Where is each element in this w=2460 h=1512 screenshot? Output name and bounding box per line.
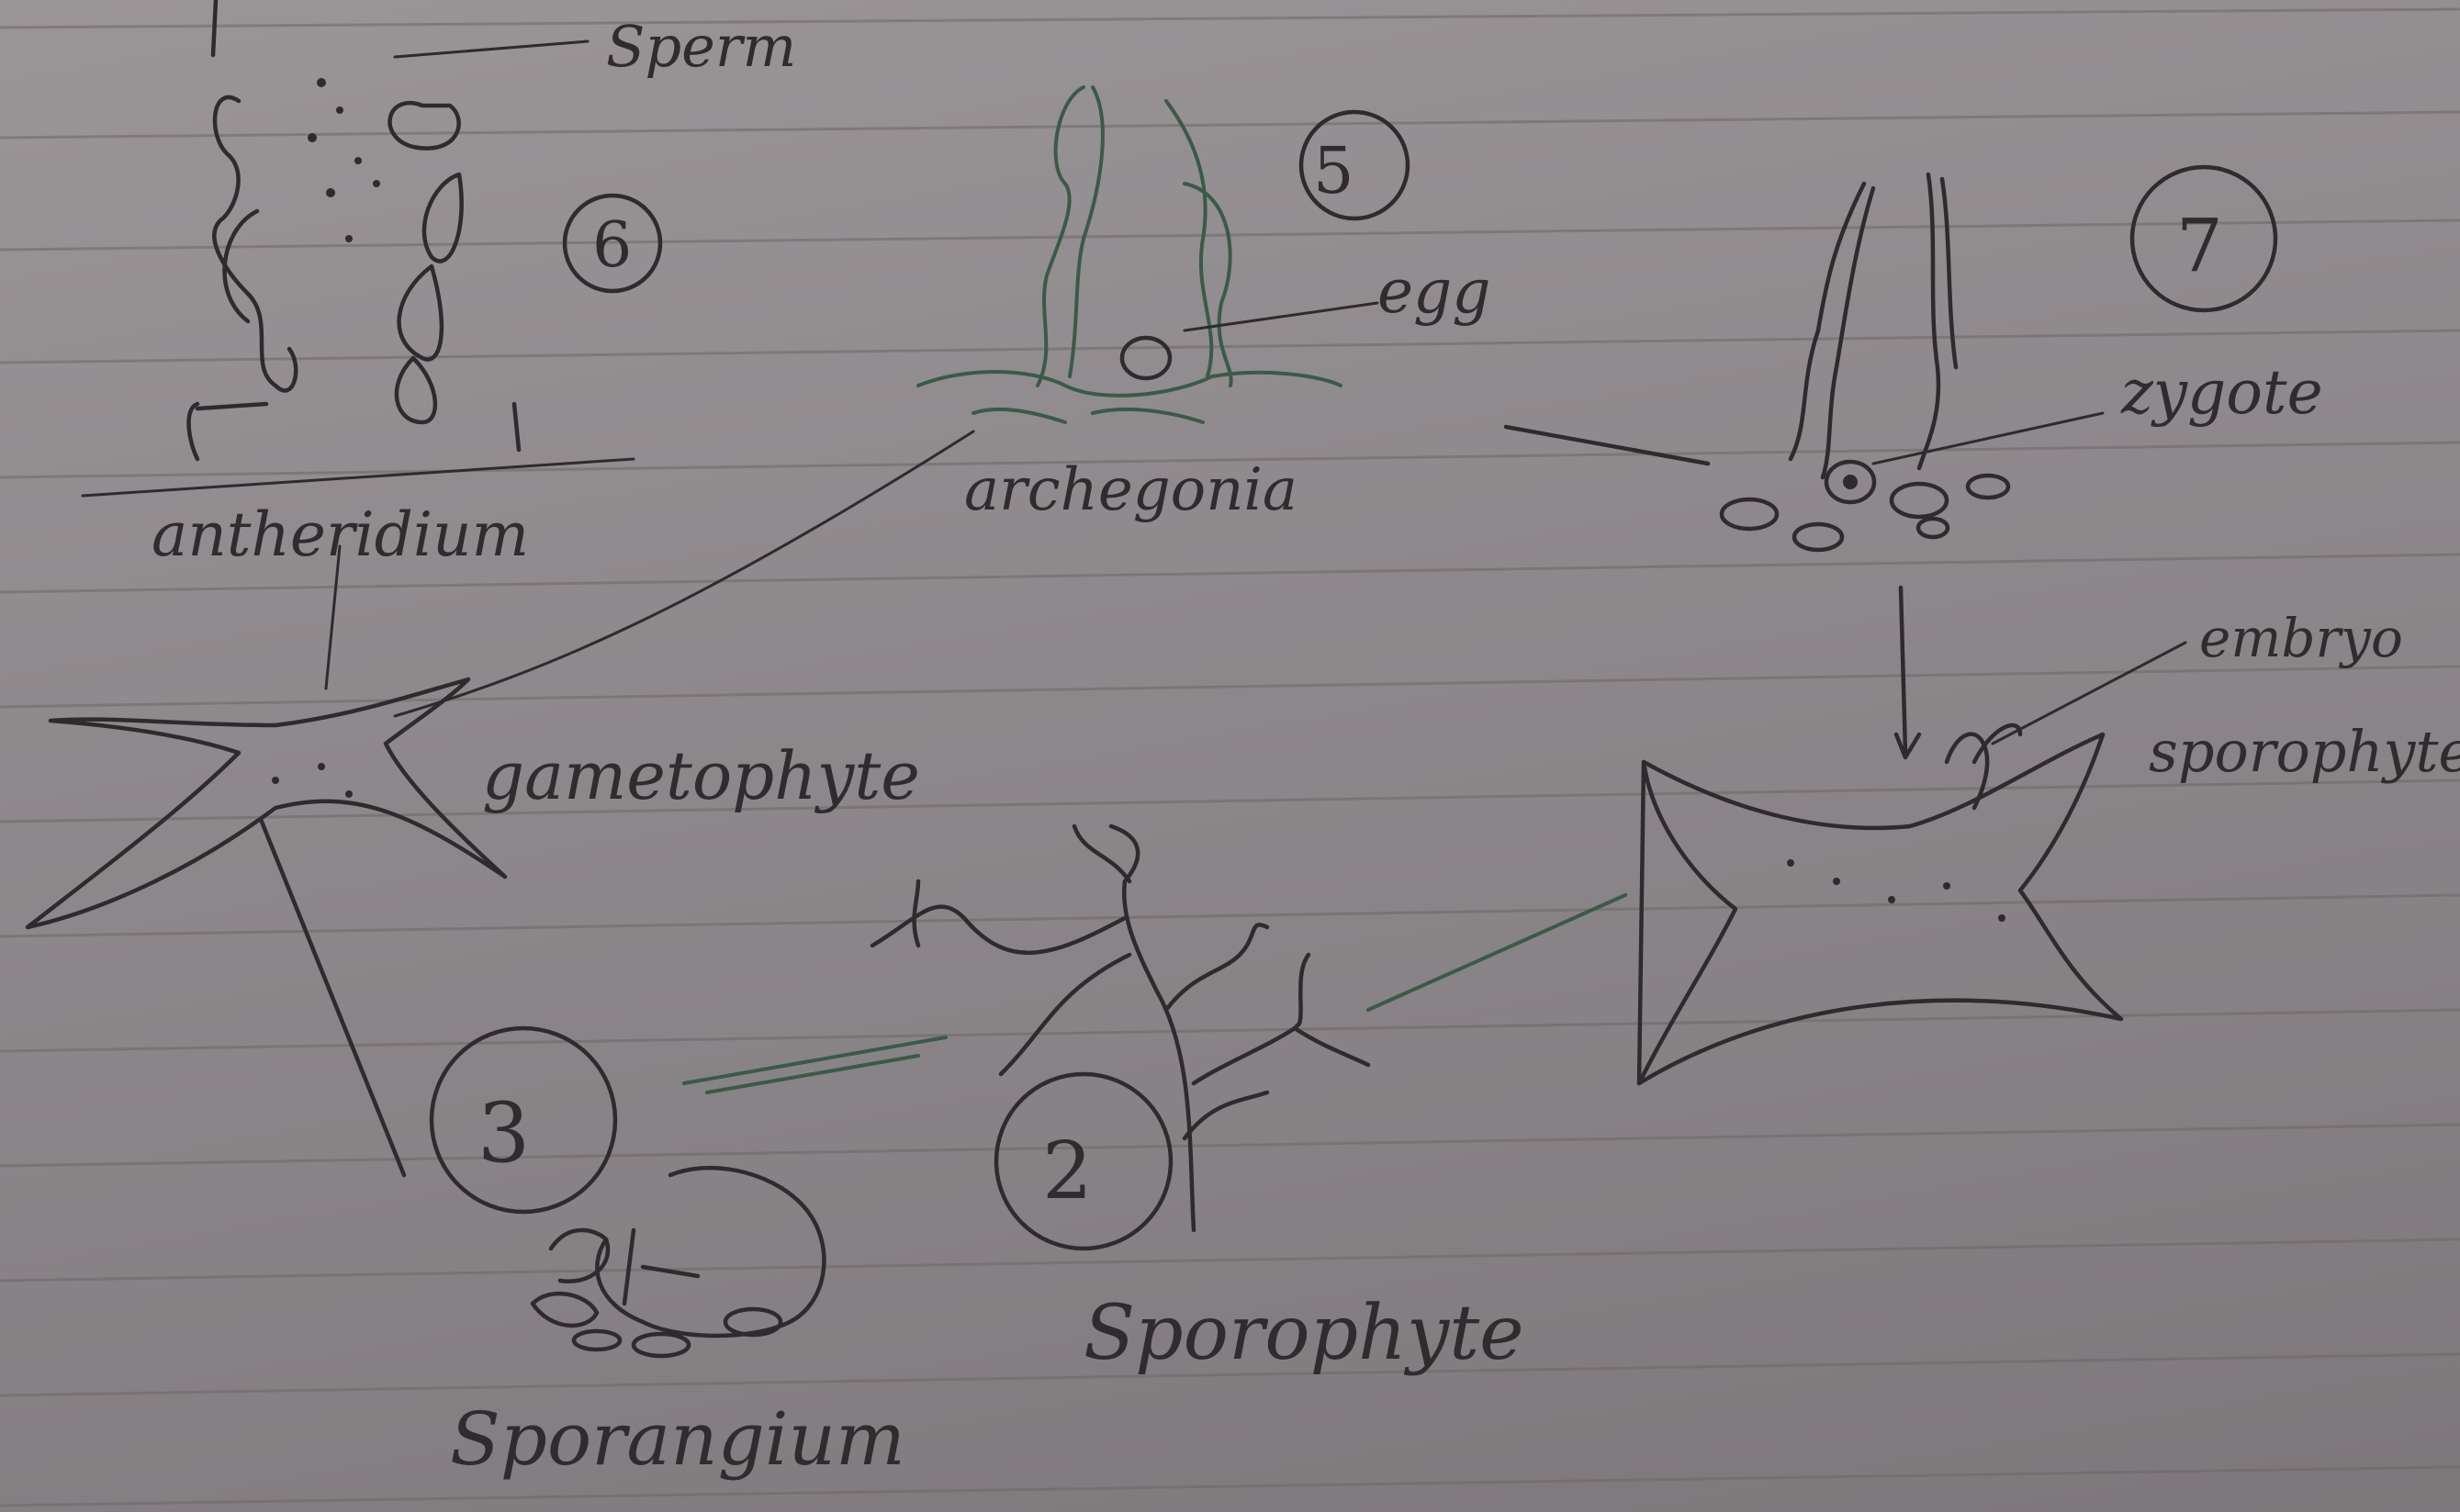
egg-label: egg	[1377, 256, 1491, 327]
sporophyte-label: Sporophyte	[1084, 1290, 1524, 1377]
arrow-sporophyte-to-sporangium	[684, 1037, 946, 1083]
gametophyte-label: gametophyte	[482, 737, 920, 814]
stage-2-marker: 2	[996, 1074, 1171, 1249]
embryo-sporophyte-drawing	[1639, 588, 2185, 1083]
antheridium-label: antheridium	[152, 499, 529, 570]
archegonia-label: archegonia	[964, 456, 1297, 524]
ruled-lines	[0, 9, 2460, 1506]
svg-text:7: 7	[2176, 203, 2223, 288]
embryo-label: embryo	[2199, 607, 2403, 669]
embryo-sporophyte-label: sporophyte	[2149, 718, 2460, 785]
svg-text:3: 3	[477, 1085, 530, 1182]
svg-text:6: 6	[592, 209, 632, 282]
stage-5-marker: 5	[1301, 112, 1408, 218]
sporophyte-drawing	[872, 826, 1625, 1230]
zygote-label: zygote	[2120, 357, 2323, 428]
sperm-label: Sperm	[606, 13, 796, 80]
svg-text:2: 2	[1042, 1126, 1093, 1217]
svg-text:5: 5	[1313, 133, 1354, 208]
sporangium-label: Sporangium	[450, 1396, 905, 1482]
stage-3-marker: 3	[432, 1028, 615, 1212]
stage-7-marker: 7	[2132, 167, 2275, 310]
